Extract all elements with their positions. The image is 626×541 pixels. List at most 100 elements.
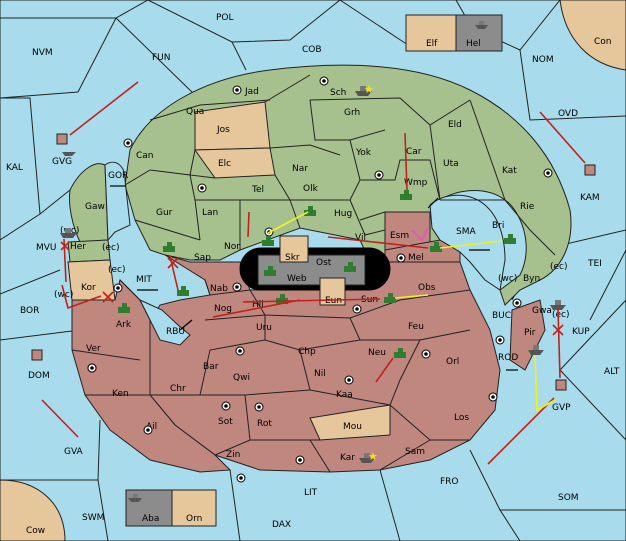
supply-center-icon: [319, 76, 329, 86]
supply-center-icon: [254, 402, 264, 412]
land-label: Rot: [257, 419, 272, 429]
land-label: Nar: [292, 164, 308, 174]
supply-center-icon: [232, 85, 242, 95]
land-label: Elc: [218, 159, 231, 169]
land-label: Kat: [502, 166, 517, 176]
land-label: DOM: [28, 371, 50, 381]
land-label: Zin: [226, 450, 240, 460]
land-label: Ail: [146, 422, 157, 432]
land-label: Orn: [186, 514, 202, 524]
fleet-unit-icon: [128, 494, 142, 502]
land-label: Grh: [344, 108, 360, 118]
sea-label: RBU: [166, 327, 185, 337]
sea-label: KAL: [6, 163, 23, 173]
land-label: Sap: [194, 253, 211, 263]
supply-center-icon: [344, 375, 354, 385]
land-label: GVP: [552, 403, 571, 413]
land-label: Jad: [244, 87, 259, 97]
land-label: Nog: [214, 304, 232, 314]
supply-center-icon: [221, 401, 231, 411]
sea-label: FRO: [440, 477, 459, 487]
region-elf: [405, 14, 457, 52]
sea-label: SMA: [456, 227, 476, 237]
sea-label: COB: [302, 45, 322, 55]
region-borders-south: [71, 279, 471, 473]
coast-label: (wc): [54, 290, 73, 300]
supply-center-icon: [374, 170, 384, 180]
army-unit-icon: [344, 262, 356, 272]
land-label: KUP: [572, 327, 590, 337]
sea-label: OVD: [558, 109, 578, 119]
land-label: Her: [70, 242, 86, 252]
land-label: Hil: [252, 300, 264, 310]
coast-label: (ec): [108, 265, 126, 275]
coast-label: (ec): [550, 262, 568, 272]
pink-marker: [411, 227, 429, 242]
fleet-unit-icon: [528, 345, 544, 355]
land-label: Esm: [390, 231, 409, 241]
army-unit-icon: [394, 348, 406, 358]
land-label: Hug: [334, 209, 352, 219]
land-label: Uta: [443, 159, 459, 169]
star-icon: ★: [368, 450, 378, 463]
land-label: Ark: [116, 320, 132, 330]
land-label: Ver: [86, 344, 101, 354]
region-skr: [279, 235, 309, 263]
supply-center-icon: [197, 183, 207, 193]
land-label: Chp: [298, 347, 316, 357]
fleet-unit-icon: [555, 379, 567, 391]
army-unit-icon: [304, 206, 316, 216]
land-label: Gwa: [532, 306, 552, 316]
army-unit-icon: [400, 190, 412, 200]
land-label: Qua: [186, 107, 204, 117]
army-unit-icon: [384, 293, 396, 303]
land-label: Qwi: [233, 373, 250, 383]
supply-centers: [87, 76, 553, 483]
region-eun: [319, 277, 346, 306]
supply-center-icon: [295, 455, 305, 465]
dislodged-markers: [60, 241, 564, 336]
adjacency-markers: [110, 185, 518, 371]
land-label: Nil: [314, 369, 326, 379]
fleet-unit-icon: [475, 21, 488, 29]
land-label: Kor: [81, 283, 96, 293]
land-label: Chr: [170, 384, 186, 394]
army-units: [118, 190, 516, 358]
land-label: Eun: [325, 296, 342, 306]
lake-sma: [429, 194, 506, 291]
region-borders-north: [124, 74, 556, 256]
land-label: Obs: [418, 283, 436, 293]
land-label: Yok: [355, 148, 372, 158]
fleet-unit-icon: [584, 164, 596, 176]
land-label: Los: [454, 413, 469, 423]
sea-label: ROD: [498, 353, 518, 363]
lake-gor: [104, 161, 131, 242]
supply-center-icon: [495, 335, 505, 345]
lake-rbu: [138, 298, 191, 346]
sea-label: FUN: [152, 53, 171, 63]
land-label: Nor: [224, 242, 240, 252]
land-label: Uru: [256, 323, 272, 333]
land-label: Bri: [492, 221, 504, 231]
supply-center-icon: [113, 283, 123, 293]
army-unit-icon: [177, 286, 189, 296]
supply-center-icon: [87, 363, 97, 373]
land-label: Nab: [210, 284, 228, 294]
supply-center-icon: [396, 253, 406, 263]
land-label: Feu: [408, 322, 424, 332]
sea-label: BOR: [20, 306, 39, 316]
sea-label: GOR: [108, 171, 128, 181]
sea-label: MIT: [136, 275, 152, 285]
land-label: Can: [136, 151, 154, 161]
land-label: Ken: [112, 389, 129, 399]
land-label: Kaa: [336, 390, 353, 400]
land-label: Bar: [203, 362, 219, 372]
sea-labels: POL NVM FUN COB NOM OVD KAL GOR MIT RBU …: [6, 13, 620, 530]
supply-center-icon: [143, 425, 153, 435]
land-label: Lan: [202, 208, 218, 218]
land-label: Jos: [216, 125, 230, 135]
land-label: KAM: [580, 193, 600, 203]
sea-label: NVM: [32, 48, 53, 58]
land-label: Neu: [368, 348, 386, 358]
